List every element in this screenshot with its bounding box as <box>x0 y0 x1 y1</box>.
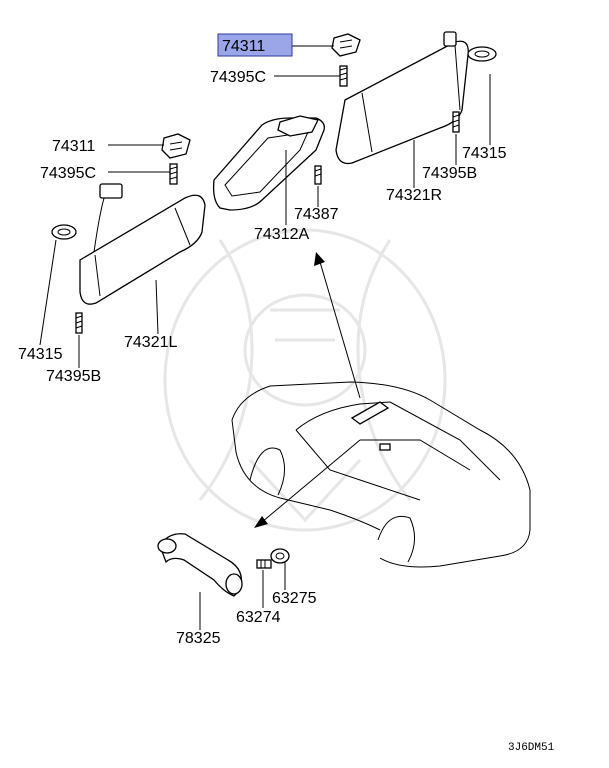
screw-left-bottom[interactable] <box>75 312 83 334</box>
car-outline <box>231 381 531 568</box>
label-74311-top-group[interactable]: 74311 <box>217 33 293 57</box>
label-74395c-left[interactable]: 74395C <box>40 165 96 182</box>
arrow-to-grip <box>254 439 361 528</box>
label-78325[interactable]: 78325 <box>176 630 221 647</box>
label-74315-right[interactable]: 74315 <box>462 145 507 162</box>
visor-holder-clip-top[interactable] <box>331 33 361 57</box>
visor-holder-clip-left[interactable] <box>161 133 191 159</box>
label-74312a[interactable]: 74312A <box>254 226 309 243</box>
label-74315-left[interactable]: 74315 <box>18 346 63 363</box>
sun-visor-right[interactable] <box>335 31 469 165</box>
screw-right[interactable] <box>452 111 460 133</box>
label-74311-top: 74311 <box>222 38 265 55</box>
diagram-code: 3J6DM51 <box>508 742 555 754</box>
label-74395b-left[interactable]: 74395B <box>46 368 101 385</box>
grip-cap[interactable] <box>270 548 290 564</box>
label-74387[interactable]: 74387 <box>294 206 339 223</box>
label-63275[interactable]: 63275 <box>272 590 317 607</box>
label-74321l[interactable]: 74321L <box>124 334 177 351</box>
visor-holder-left[interactable] <box>51 224 77 240</box>
screw-mirror[interactable] <box>314 165 322 185</box>
grip-screw[interactable] <box>256 559 272 569</box>
label-74321r[interactable]: 74321R <box>386 187 442 204</box>
label-74395c-top[interactable]: 74395C <box>210 69 266 86</box>
label-63274[interactable]: 63274 <box>236 609 281 626</box>
label-74395b-right[interactable]: 74395B <box>422 165 477 182</box>
leader-lines <box>39 45 491 630</box>
watermark-emblem <box>163 228 447 532</box>
screw-left-top[interactable] <box>169 163 178 185</box>
assist-grip[interactable] <box>157 533 243 597</box>
screw-top[interactable] <box>339 65 348 87</box>
arrow-to-mirror <box>314 252 361 399</box>
label-highlight <box>217 33 293 57</box>
vanity-mirror-assembly[interactable] <box>212 115 325 211</box>
label-74311-left[interactable]: 74311 <box>52 138 95 155</box>
visor-holder-right[interactable] <box>467 46 497 62</box>
sun-visor-left[interactable] <box>79 183 206 305</box>
